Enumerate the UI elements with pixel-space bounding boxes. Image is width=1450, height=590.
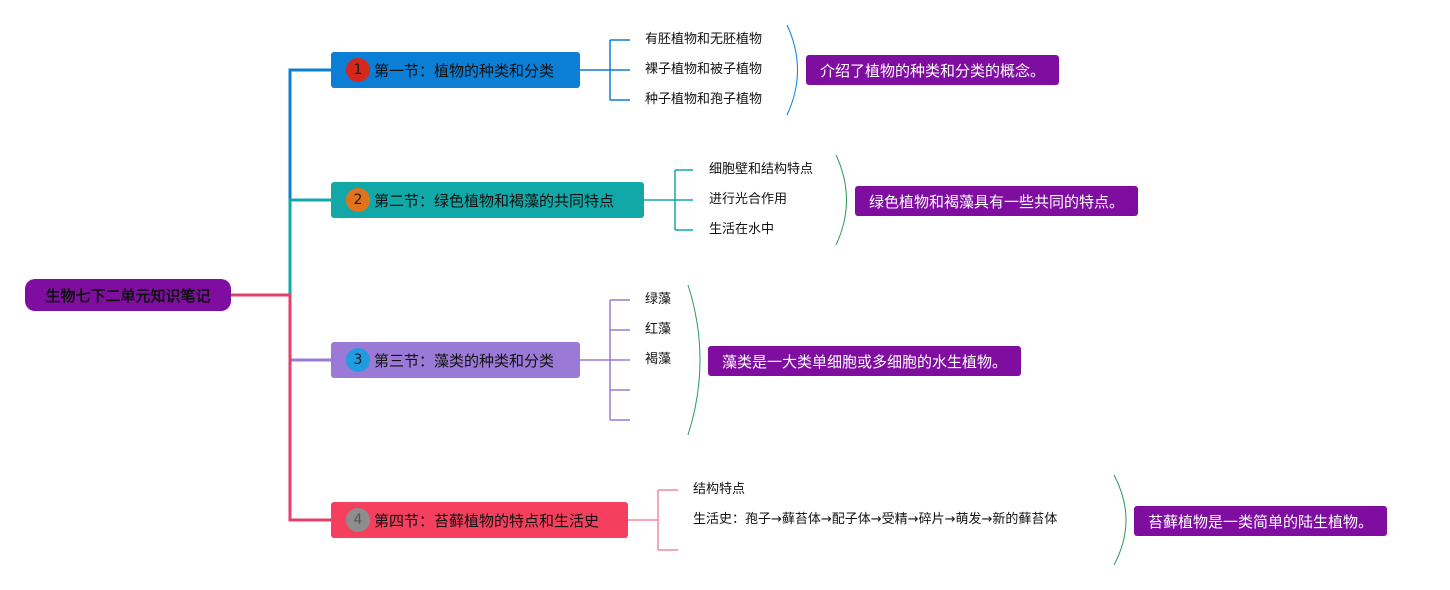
section-node-2[interactable]: 2 第二节：绿色植物和褐藻的共同特点: [331, 182, 644, 218]
connector-root-s1: [231, 68, 331, 297]
bracket-section-1: [786, 24, 798, 116]
root-label: 生物七下二单元知识笔记: [45, 286, 211, 305]
item-4-1[interactable]: 结构特点: [693, 482, 746, 497]
connector-root-s3: [231, 293, 331, 362]
item-1-2[interactable]: 裸子植物和被子植物: [645, 62, 763, 77]
item-1-1[interactable]: 有胚植物和无胚植物: [645, 32, 763, 47]
section-node-4[interactable]: 4 第四节：苔藓植物的特点和生活史: [331, 502, 628, 538]
branches-section-4: [628, 489, 678, 551]
badge-2-icon: 2: [346, 188, 370, 212]
badge-4-icon: 4: [346, 508, 370, 532]
branches-section-3: [580, 299, 630, 421]
summary-1[interactable]: 介绍了植物的种类和分类的概念。: [806, 55, 1060, 85]
section-title-4: 第四节：苔藓植物的特点和生活史: [374, 511, 600, 530]
section-node-3[interactable]: 3 第三节：藻类的种类和分类: [331, 342, 580, 378]
branches-section-1: [580, 39, 630, 101]
item-2-3[interactable]: 生活在水中: [709, 222, 775, 237]
badge-3-icon: 3: [346, 348, 370, 372]
bracket-section-3: [687, 284, 701, 436]
item-3-3[interactable]: 褐藻: [645, 352, 672, 367]
branches-section-2: [644, 169, 693, 231]
item-3-2[interactable]: 红藻: [645, 322, 672, 337]
bracket-section-2: [835, 154, 847, 246]
section-node-1[interactable]: 1 第一节：植物的种类和分类: [331, 52, 580, 88]
bracket-section-4: [1113, 474, 1127, 566]
summary-3[interactable]: 藻类是一大类单细胞或多细胞的水生植物。: [708, 346, 1022, 376]
section-title-1: 第一节：植物的种类和分类: [374, 61, 555, 80]
connector-root-s2: [231, 198, 331, 297]
item-1-3[interactable]: 种子植物和孢子植物: [645, 92, 763, 107]
section-title-3: 第三节：藻类的种类和分类: [374, 351, 555, 370]
root-node[interactable]: 生物七下二单元知识笔记: [25, 279, 231, 311]
connector-root-s4: [231, 293, 331, 522]
item-2-2[interactable]: 进行光合作用: [709, 192, 788, 207]
section-title-2: 第二节：绿色植物和褐藻的共同特点: [374, 191, 615, 210]
item-2-1[interactable]: 细胞壁和结构特点: [709, 162, 814, 177]
summary-4[interactable]: 苔藓植物是一类简单的陆生植物。: [1134, 506, 1388, 536]
item-4-2[interactable]: 生活史：孢子→藓苔体→配子体→受精→碎片→萌发→新的藓苔体: [693, 512, 1058, 527]
badge-1-icon: 1: [346, 58, 370, 82]
summary-2[interactable]: 绿色植物和褐藻具有一些共同的特点。: [855, 186, 1139, 216]
item-3-1[interactable]: 绿藻: [645, 292, 672, 307]
